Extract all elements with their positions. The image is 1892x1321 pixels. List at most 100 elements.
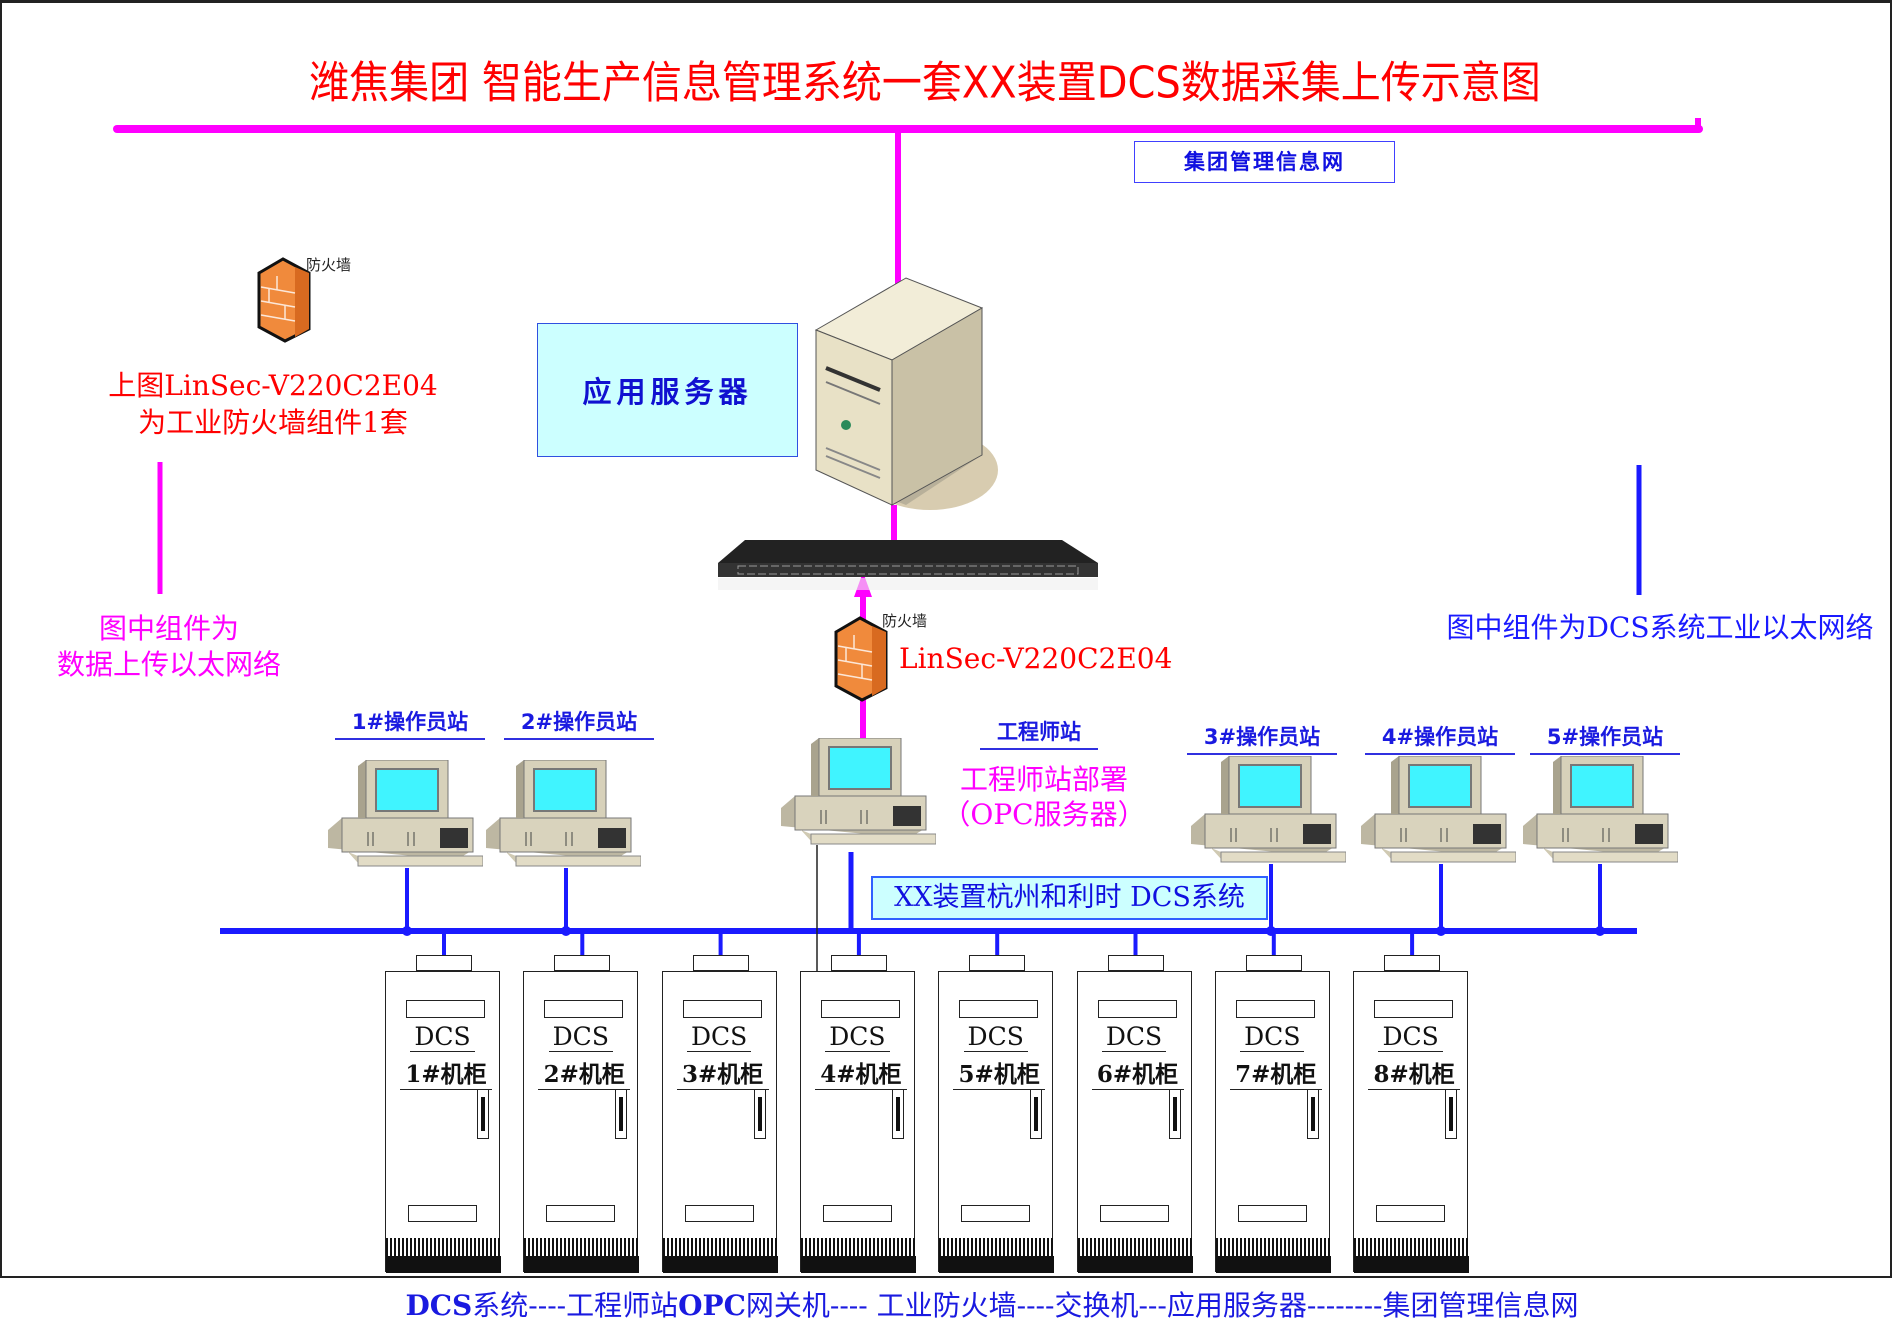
cabinet-panel [1235, 1000, 1315, 1018]
firewall-label: 防火墙 [882, 612, 928, 630]
cabinet-panel [406, 1000, 485, 1018]
page-title: 潍焦集团 智能生产信息管理系统一套XX装置DCS数据采集上传示意图 [309, 58, 1541, 109]
cabinet-vent [1354, 1238, 1470, 1256]
engineer-station-computer-icon [781, 737, 937, 860]
cabinet-handle-icon [753, 1089, 766, 1139]
group-network-label: 集团管理信息网 [1134, 141, 1395, 183]
cabinet-type: DCS [548, 1022, 613, 1052]
cabinet-handle-icon [477, 1089, 489, 1139]
cabinet-top-cap [1107, 955, 1164, 971]
firewall-note-line2: 为工业防火墙组件1套 [138, 406, 408, 439]
cabinet-vent [662, 1238, 778, 1256]
cabinet-vent [939, 1238, 1055, 1256]
cabinet-handle-icon [1306, 1089, 1319, 1139]
cabinet-panel [820, 1000, 900, 1018]
cabinet-panel [408, 1205, 477, 1222]
cabinet-vent [1215, 1238, 1331, 1256]
cabinet-panel [682, 1000, 762, 1018]
firewall-model-label: LinSec-V220C2E04 [899, 642, 1173, 675]
cabinet-base [1354, 1256, 1470, 1273]
upload-note-line2: 数据上传以太网络 [56, 648, 282, 681]
cabinet-label: 5#机柜 [953, 1055, 1046, 1090]
cabinet-base [800, 1256, 916, 1273]
firewall-icon [834, 616, 888, 702]
cabinet-vent [524, 1238, 640, 1256]
cabinet-type: DCS [963, 1022, 1028, 1052]
cabinet-type: DCS [1378, 1022, 1443, 1052]
cabinet-base [386, 1256, 501, 1273]
cabinet-type: DCS [825, 1022, 890, 1052]
bus-junction [1595, 926, 1605, 936]
bus-junction [561, 926, 571, 936]
application-server-label: 应用服务器 [537, 323, 798, 457]
cabinet-base [1215, 1256, 1331, 1273]
cabinet-top-cap [416, 955, 472, 971]
cabinet-top-cap [830, 955, 887, 971]
cabinet-handle-icon [891, 1089, 904, 1139]
operator-station-computer-icon [1523, 755, 1679, 878]
upload-note-line1: 图中组件为 [98, 612, 240, 645]
cabinet-type: DCS [1240, 1022, 1305, 1052]
cabinet-label: 6#机柜 [1091, 1055, 1184, 1090]
operator-station-label: 5#操作员站 [1530, 721, 1680, 755]
cabinet-vent [386, 1238, 501, 1256]
cabinet-panel [1374, 1000, 1454, 1018]
cabinet-panel [544, 1000, 624, 1018]
engineer-deploy-line2: （OPC服务器） [942, 798, 1146, 831]
cabinet-label: 3#机柜 [676, 1055, 769, 1090]
cabinet-panel [822, 1205, 892, 1222]
cabinet-panel [959, 1000, 1039, 1018]
cabinet-label: 2#机柜 [538, 1055, 631, 1090]
cabinet-base [1077, 1256, 1193, 1273]
cabinet-label: 1#机柜 [400, 1055, 492, 1090]
cabinet-vent [800, 1238, 916, 1256]
dcs-network-note: 图中组件为DCS系统工业以太网络 [1446, 611, 1874, 644]
cabinet-top-cap [969, 955, 1026, 971]
cabinet-handle-icon [1445, 1089, 1458, 1139]
firewall-note-line1: 上图LinSec-V220C2E04 [108, 369, 438, 402]
cabinet-base [524, 1256, 640, 1273]
bus-junction [1436, 926, 1446, 936]
footer-part: 系统----工程师站 [472, 1289, 679, 1321]
operator-station-label: 2#操作员站 [504, 706, 654, 740]
network-switch-icon [718, 540, 1098, 590]
cabinet-label: 7#机柜 [1229, 1055, 1322, 1090]
firewall-icon [257, 257, 311, 343]
cabinet-handle-icon [1030, 1089, 1043, 1139]
diagram-frame [0, 0, 1892, 1278]
cabinet-top-cap [692, 955, 749, 971]
cabinet-panel [1099, 1205, 1169, 1222]
operator-station-label: 3#操作员站 [1187, 721, 1337, 755]
cabinet-handle-icon [1168, 1089, 1181, 1139]
cabinet-type: DCS [686, 1022, 752, 1052]
cabinet-base [939, 1256, 1055, 1273]
operator-station-computer-icon [1361, 755, 1517, 878]
firewall-label: 防火墙 [306, 256, 352, 274]
cabinet-top-cap [1384, 955, 1441, 971]
cabinet-type: DCS [1101, 1022, 1167, 1052]
group-network-bus [113, 118, 1703, 133]
cabinet-panel [1097, 1000, 1177, 1018]
operator-station-label: 4#操作员站 [1365, 721, 1515, 755]
cabinet-top-cap [1245, 955, 1302, 971]
cabinet-vent [1077, 1238, 1193, 1256]
engineer-station-label: 工程师站 [980, 716, 1098, 750]
operator-station-computer-icon [1191, 755, 1347, 878]
cabinet-panel [1237, 1205, 1307, 1222]
